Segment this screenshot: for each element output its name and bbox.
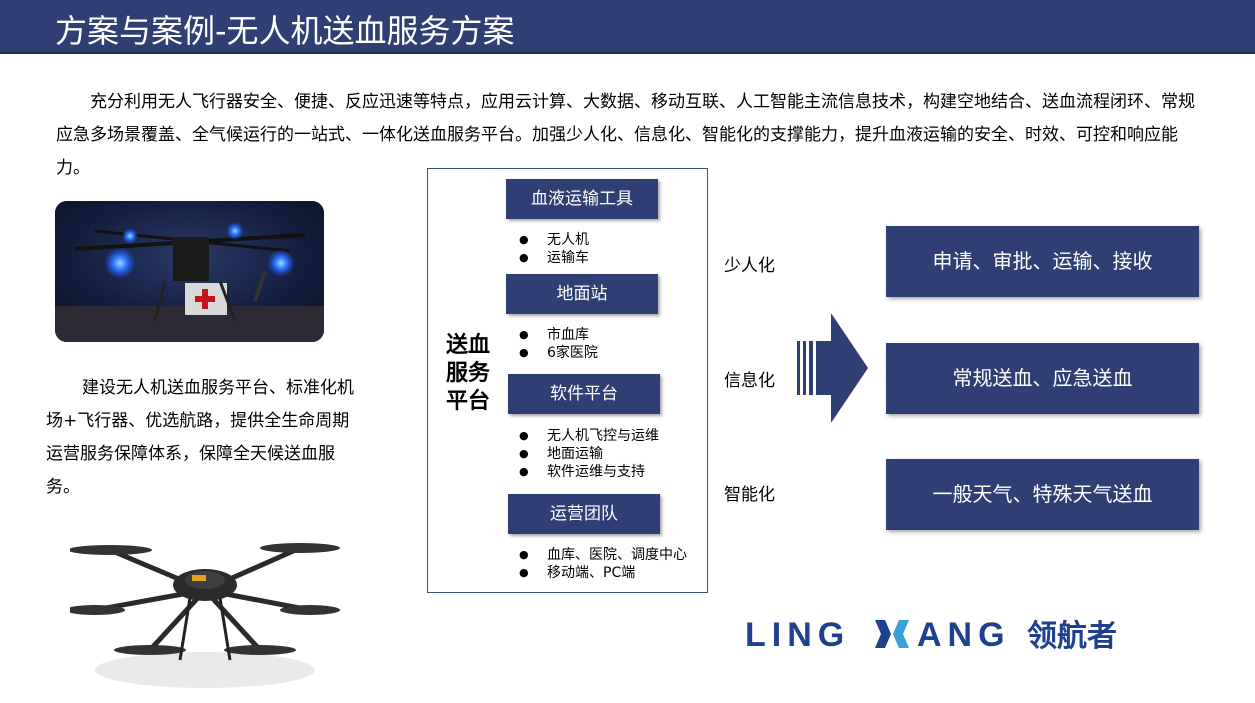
section-operations-team: 运营团队 [508, 494, 660, 534]
svg-text:LING: LING [745, 616, 850, 654]
list-item: 软件运维与支持 [519, 463, 659, 481]
result-workflow: 申请、审批、运输、接收 [886, 226, 1199, 297]
right-arrow-icon [795, 313, 870, 423]
intro-paragraph: 充分利用无人飞行器安全、便捷、反应迅速等特点，应用云计算、大数据、移动互联、人工… [56, 92, 1195, 178]
page-title: 方案与案例-无人机送血服务方案 [55, 12, 515, 50]
svg-text:领航者: 领航者 [1027, 619, 1117, 654]
section-ground-station: 地面站 [506, 274, 658, 314]
list-item: 6家医院 [519, 344, 598, 362]
drone-night-photo [55, 201, 324, 342]
platform-description: 建设无人机送血服务平台、标准化机场+飞行器、优选航路，提供全生命周期运营服务保障… [46, 378, 354, 497]
software-platform-list: 无人机飞控与运维 地面运输 软件运维与支持 [519, 427, 659, 481]
list-item: 血库、医院、调度中心 [519, 546, 687, 564]
section-software-platform: 软件平台 [508, 374, 660, 414]
result-delivery-modes: 常规送血、应急送血 [886, 343, 1199, 414]
operations-team-list: 血库、医院、调度中心 移动端、PC端 [519, 546, 687, 582]
feature-label-intelligence: 智能化 [724, 485, 775, 505]
ground-station-list: 市血库 6家医院 [519, 326, 598, 362]
svg-text:ANG: ANG [917, 616, 1011, 654]
feature-label-less-manpower: 少人化 [724, 256, 775, 276]
section-transport-tools: 血液运输工具 [506, 179, 658, 219]
list-item: 无人机飞控与运维 [519, 427, 659, 445]
title-bar: 方案与案例-无人机送血服务方案 [0, 0, 1255, 54]
linghang-logo: LING ANG 领航者 [745, 614, 1145, 654]
feature-label-informatization: 信息化 [724, 371, 775, 391]
hexacopter-photo [65, 520, 340, 700]
list-item: 市血库 [519, 326, 598, 344]
list-item: 运输车 [519, 249, 589, 267]
list-item: 移动端、PC端 [519, 564, 687, 582]
result-weather-conditions: 一般天气、特殊天气送血 [886, 459, 1199, 530]
transport-tools-list: 无人机 运输车 [519, 231, 589, 267]
list-item: 地面运输 [519, 445, 659, 463]
list-item: 无人机 [519, 231, 589, 249]
platform-title: 送血 服务 平台 [446, 333, 491, 414]
